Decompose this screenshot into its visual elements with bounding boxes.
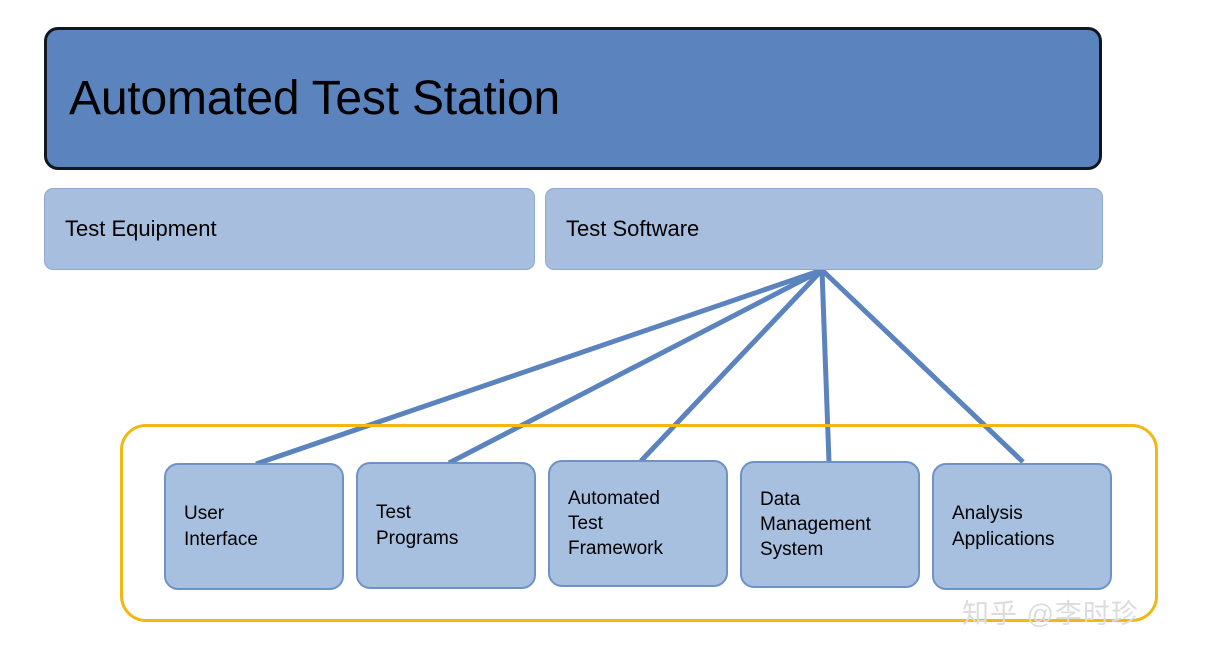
node-automated-test-station-label: Automated Test Station — [69, 71, 561, 125]
node-analysis-applications-label: Analysis Applications — [952, 503, 1055, 550]
zhihu-watermark: 知乎 @李时珍 — [962, 599, 1139, 629]
node-test-programs-label: Test Programs — [376, 502, 459, 549]
node-automated-test-framework[interactable]: Automated Test Framework — [548, 460, 728, 587]
node-test-programs[interactable]: Test Programs — [356, 462, 536, 589]
node-automated-test-station[interactable]: Automated Test Station — [44, 27, 1102, 170]
node-data-management-system[interactable]: Data Management System — [740, 461, 920, 588]
node-analysis-applications[interactable]: Analysis Applications — [932, 463, 1112, 590]
node-test-equipment[interactable]: Test Equipment — [44, 188, 535, 270]
node-data-management-system-label: Data Management System — [760, 488, 871, 561]
node-automated-test-framework-label: Automated Test Framework — [568, 487, 664, 560]
node-test-software-label: Test Software — [566, 216, 700, 242]
node-test-equipment-label: Test Equipment — [65, 216, 217, 242]
node-user-interface-label: User Interface — [184, 503, 258, 550]
node-test-software[interactable]: Test Software — [545, 188, 1103, 270]
node-user-interface[interactable]: User Interface — [164, 463, 344, 590]
